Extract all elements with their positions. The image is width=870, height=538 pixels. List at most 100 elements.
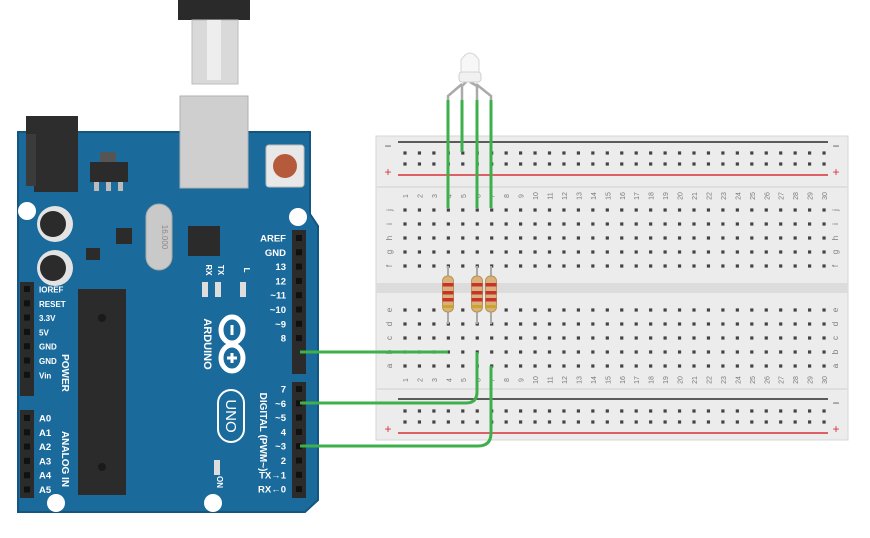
breadboard-hole[interactable]	[822, 250, 826, 254]
rail-hole[interactable]	[764, 409, 768, 413]
breadboard-hole[interactable]	[721, 208, 725, 212]
breadboard-hole[interactable]	[432, 250, 436, 254]
breadboard-hole[interactable]	[649, 308, 653, 312]
breadboard-hole[interactable]	[547, 308, 552, 312]
rail-hole[interactable]	[461, 151, 465, 155]
rail-hole[interactable]	[706, 420, 711, 424]
rail-hole[interactable]	[605, 162, 609, 166]
breadboard-hole[interactable]	[533, 336, 537, 340]
breadboard-hole[interactable]	[663, 336, 667, 340]
breadboard-hole[interactable]	[735, 322, 739, 326]
breadboard-hole[interactable]	[750, 336, 754, 340]
rail-hole[interactable]	[677, 409, 682, 413]
breadboard-hole[interactable]	[750, 250, 754, 254]
breadboard-hole[interactable]	[620, 322, 624, 326]
breadboard-hole[interactable]	[519, 264, 523, 268]
breadboard-hole[interactable]	[721, 236, 725, 240]
breadboard-hole[interactable]	[750, 208, 754, 212]
rail-hole[interactable]	[533, 162, 537, 166]
breadboard-hole[interactable]	[417, 364, 422, 368]
breadboard-hole[interactable]	[490, 222, 494, 226]
breadboard-hole[interactable]	[403, 208, 407, 212]
breadboard-hole[interactable]	[677, 236, 682, 240]
digital-pin-socket[interactable]	[296, 386, 302, 392]
analog-pin-socket[interactable]	[24, 472, 30, 479]
rail-hole[interactable]	[533, 409, 537, 413]
breadboard-hole[interactable]	[764, 364, 768, 368]
breadboard-hole[interactable]	[562, 208, 566, 212]
breadboard-hole[interactable]	[793, 322, 797, 326]
breadboard-hole[interactable]	[547, 350, 552, 354]
rail-hole[interactable]	[692, 162, 696, 166]
breadboard-hole[interactable]	[591, 250, 595, 254]
breadboard-hole[interactable]	[764, 222, 768, 226]
rail-hole[interactable]	[750, 409, 754, 413]
rail-hole[interactable]	[547, 420, 552, 424]
breadboard-hole[interactable]	[634, 250, 638, 254]
breadboard-hole[interactable]	[735, 364, 739, 368]
breadboard-hole[interactable]	[764, 236, 768, 240]
rail-hole[interactable]	[504, 162, 508, 166]
digital-pin-socket[interactable]	[296, 306, 302, 313]
breadboard-hole[interactable]	[649, 322, 653, 326]
breadboard-hole[interactable]	[663, 264, 667, 268]
breadboard-hole[interactable]	[547, 336, 552, 340]
rail-hole[interactable]	[735, 420, 739, 424]
breadboard-hole[interactable]	[562, 322, 566, 326]
breadboard-hole[interactable]	[779, 322, 783, 326]
breadboard-hole[interactable]	[706, 322, 711, 326]
rail-hole[interactable]	[634, 151, 638, 155]
rail-hole[interactable]	[808, 162, 812, 166]
breadboard-hole[interactable]	[591, 208, 595, 212]
breadboard-hole[interactable]	[764, 350, 768, 354]
breadboard-hole[interactable]	[504, 322, 508, 326]
breadboard-hole[interactable]	[764, 336, 768, 340]
rail-hole[interactable]	[403, 151, 407, 155]
breadboard-hole[interactable]	[620, 350, 624, 354]
breadboard-hole[interactable]	[692, 236, 696, 240]
rail-hole[interactable]	[793, 162, 797, 166]
breadboard-hole[interactable]	[620, 264, 624, 268]
breadboard-hole[interactable]	[721, 250, 725, 254]
breadboard-hole[interactable]	[822, 336, 826, 340]
breadboard-hole[interactable]	[504, 308, 508, 312]
breadboard-hole[interactable]	[547, 322, 552, 326]
breadboard-hole[interactable]	[663, 322, 667, 326]
rail-hole[interactable]	[793, 420, 797, 424]
breadboard-hole[interactable]	[605, 322, 609, 326]
analog-pin-socket[interactable]	[24, 429, 30, 436]
breadboard-hole[interactable]	[721, 222, 725, 226]
breadboard-hole[interactable]	[808, 308, 812, 312]
breadboard-hole[interactable]	[591, 350, 595, 354]
breadboard-hole[interactable]	[446, 236, 450, 240]
rail-hole[interactable]	[779, 420, 783, 424]
breadboard-hole[interactable]	[692, 336, 696, 340]
rail-hole[interactable]	[692, 151, 696, 155]
breadboard-hole[interactable]	[562, 222, 566, 226]
breadboard-hole[interactable]	[547, 222, 552, 226]
analog-pin-socket[interactable]	[24, 486, 30, 493]
rail-hole[interactable]	[721, 151, 725, 155]
breadboard-hole[interactable]	[822, 322, 826, 326]
rail-hole[interactable]	[591, 420, 595, 424]
rail-hole[interactable]	[779, 151, 783, 155]
breadboard-hole[interactable]	[547, 236, 552, 240]
breadboard-hole[interactable]	[461, 322, 465, 326]
breadboard-hole[interactable]	[706, 208, 711, 212]
breadboard-hole[interactable]	[591, 322, 595, 326]
breadboard-hole[interactable]	[533, 264, 537, 268]
breadboard-hole[interactable]	[417, 308, 422, 312]
breadboard-hole[interactable]	[432, 222, 436, 226]
rail-hole[interactable]	[403, 420, 407, 424]
breadboard-hole[interactable]	[403, 222, 407, 226]
rail-hole[interactable]	[562, 409, 566, 413]
breadboard-hole[interactable]	[547, 208, 552, 212]
digital-pin-socket[interactable]	[296, 335, 302, 342]
breadboard-hole[interactable]	[547, 264, 552, 268]
breadboard-hole[interactable]	[822, 364, 826, 368]
rail-hole[interactable]	[475, 409, 479, 413]
breadboard-hole[interactable]	[677, 364, 682, 368]
arduino-board[interactable]: 16.000 RX TX L ON	[17, 95, 319, 513]
breadboard-hole[interactable]	[649, 222, 653, 226]
rail-hole[interactable]	[417, 162, 422, 166]
